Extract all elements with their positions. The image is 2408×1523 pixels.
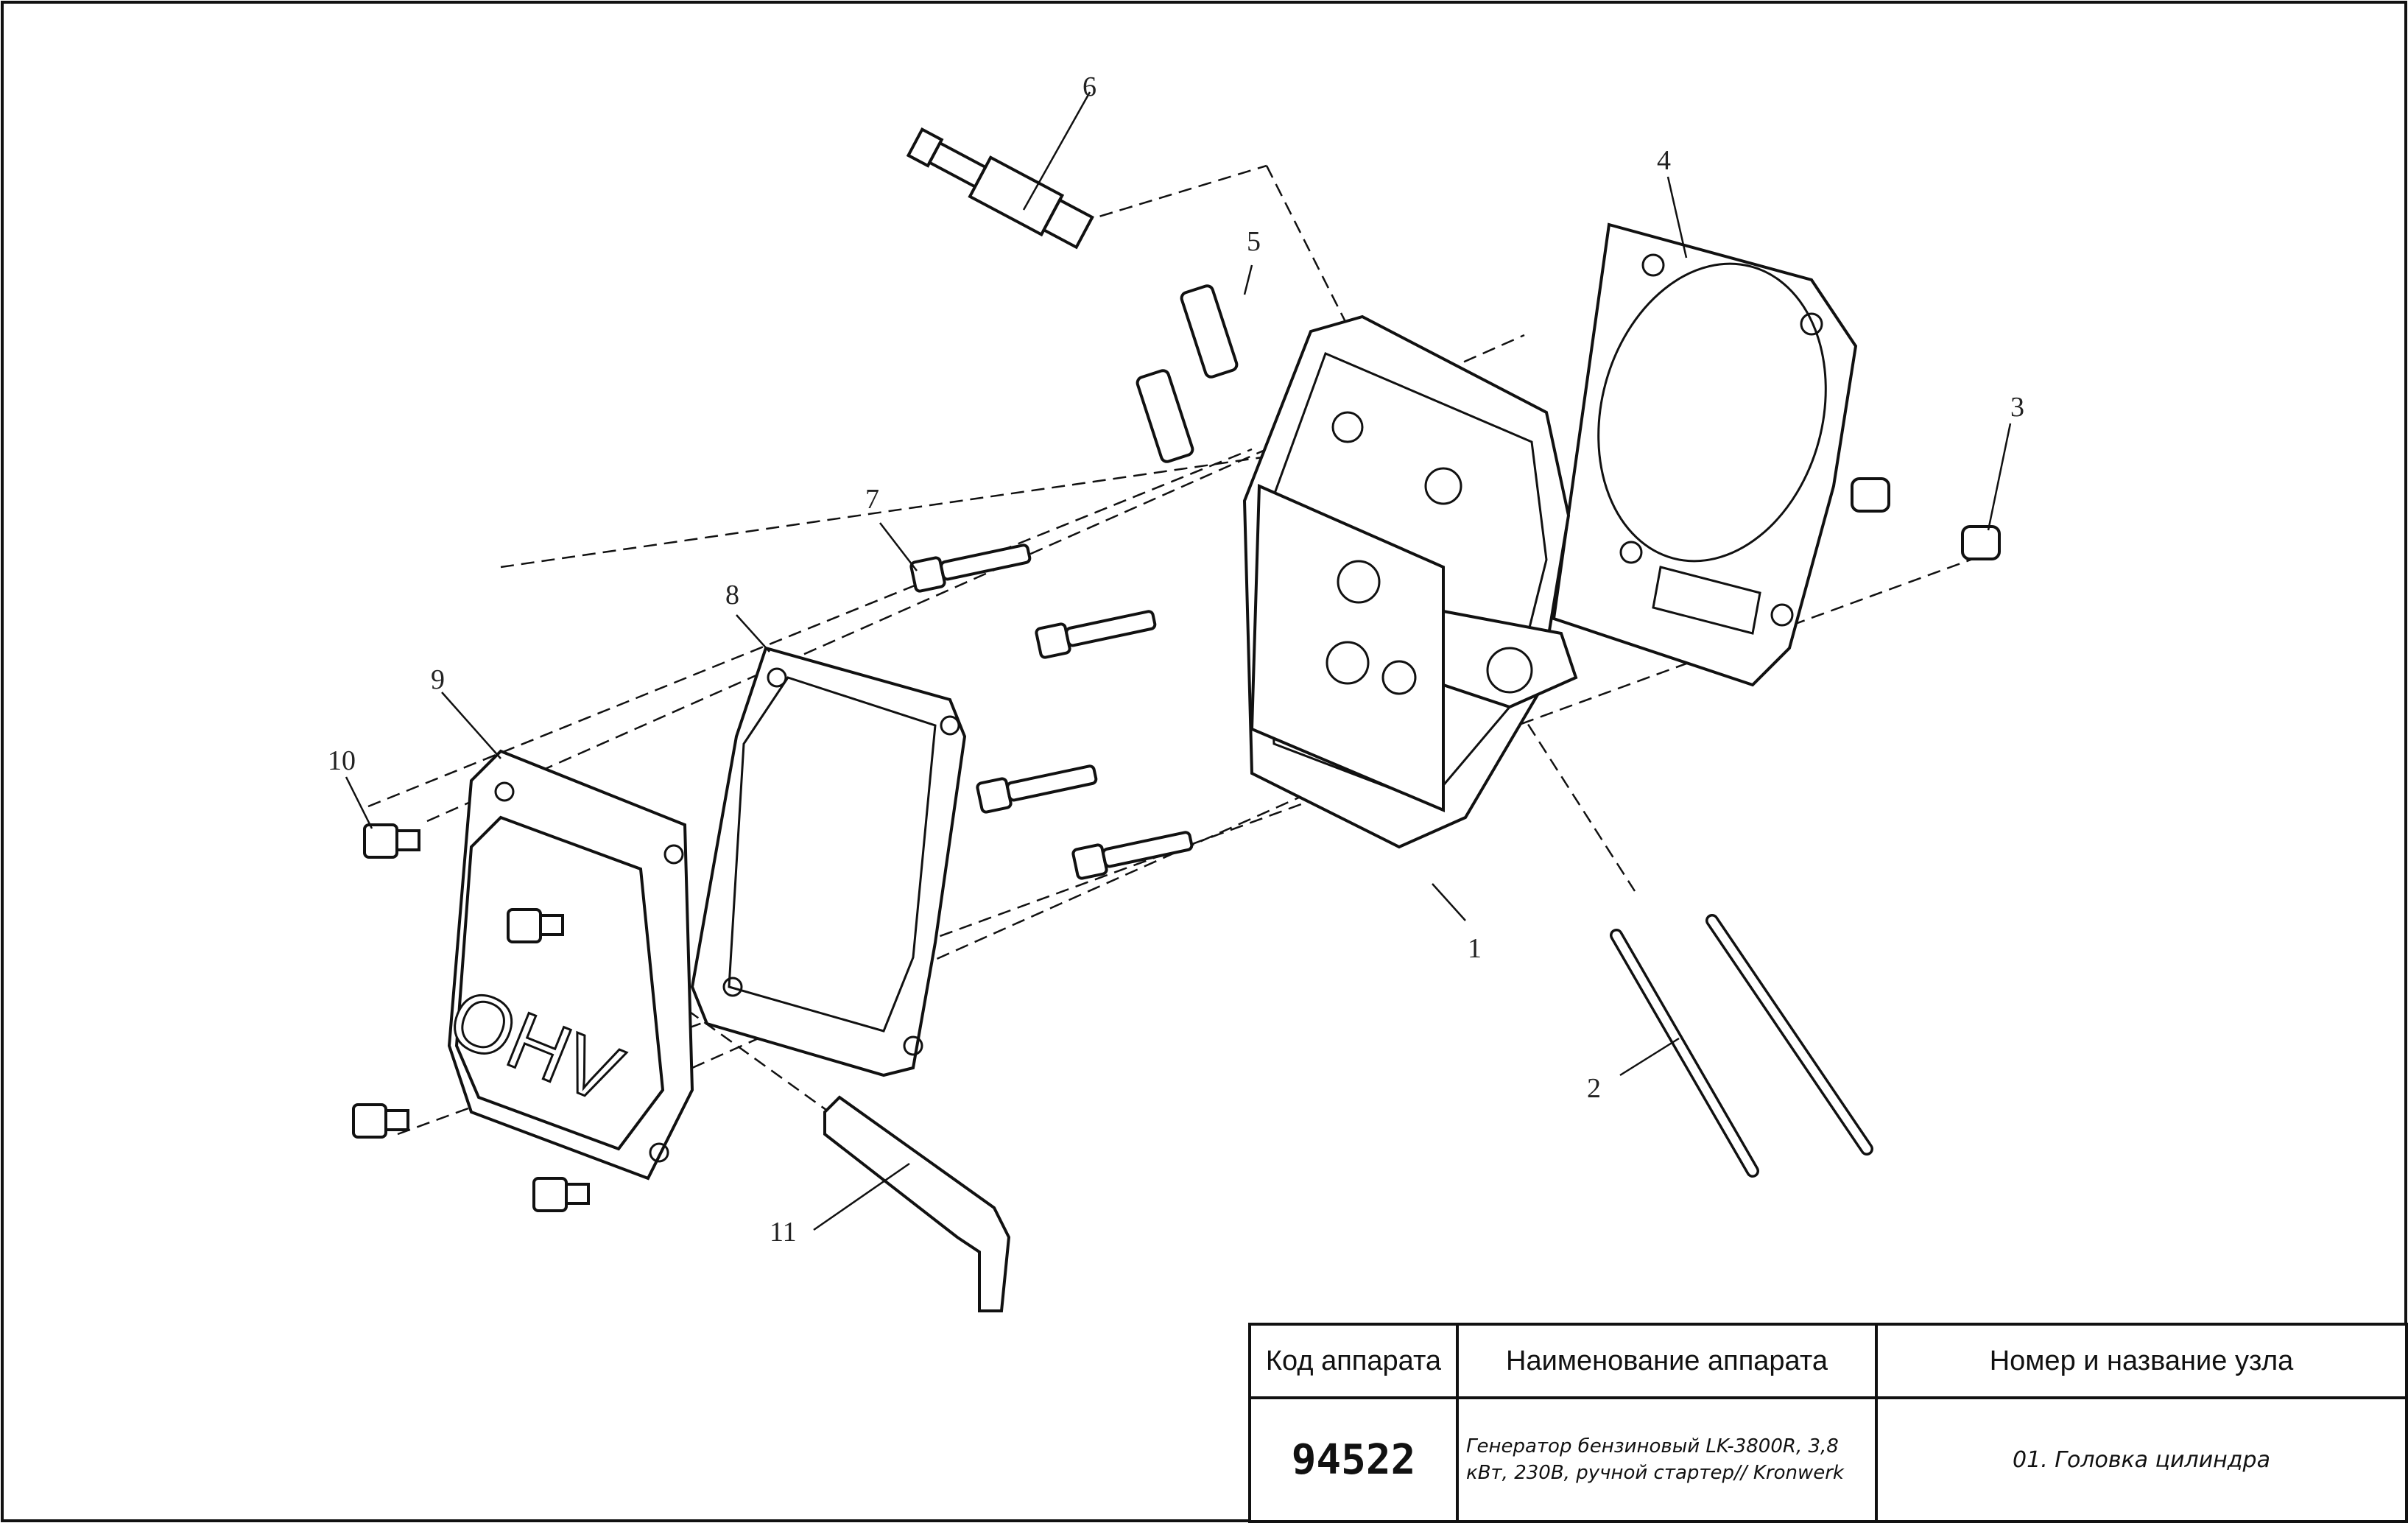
header-unit: Номер и название узла (1875, 1323, 2408, 1399)
callout-5: 5 (1247, 226, 1261, 257)
callout-11: 11 (770, 1217, 797, 1248)
valve-cover-gasket (690, 646, 967, 1077)
breather-tube (823, 1095, 1011, 1312)
callout-1: 1 (1468, 933, 1482, 964)
bushings (1851, 477, 2001, 560)
callout-7: 7 (865, 484, 879, 515)
header-code: Код аппарата (1248, 1323, 1459, 1399)
name-value: Генератор бензиновый LK-3800R, 3,8 кВт, … (1456, 1396, 1878, 1523)
callout-8: 8 (725, 580, 739, 611)
dowel-pins (1136, 284, 1239, 463)
valve-cover: OHV (436, 749, 694, 1181)
callout-2: 2 (1587, 1073, 1601, 1104)
leader-lines (345, 91, 2012, 1231)
cover-bolts (352, 823, 590, 1212)
callout-10: 10 (328, 745, 356, 776)
callout-numbers: 1 2 3 4 5 6 7 8 9 10 11 (328, 71, 2024, 1248)
head-gasket (1552, 222, 1858, 687)
unit-value: 01. Головка цилиндра (1875, 1396, 2408, 1523)
callout-3: 3 (2010, 392, 2024, 423)
callout-6: 6 (1082, 71, 1096, 102)
code-value: 94522 (1248, 1396, 1459, 1523)
title-block: Код аппарата Наименование аппарата Номер… (1248, 1323, 2408, 1523)
header-name: Наименование аппарата (1456, 1323, 1878, 1399)
callout-9: 9 (431, 664, 445, 695)
callout-4: 4 (1657, 145, 1671, 176)
cylinder-head (1242, 314, 1578, 849)
push-rods (1610, 914, 1873, 1178)
spark-plug (906, 127, 1094, 250)
head-bolts (909, 544, 1194, 880)
